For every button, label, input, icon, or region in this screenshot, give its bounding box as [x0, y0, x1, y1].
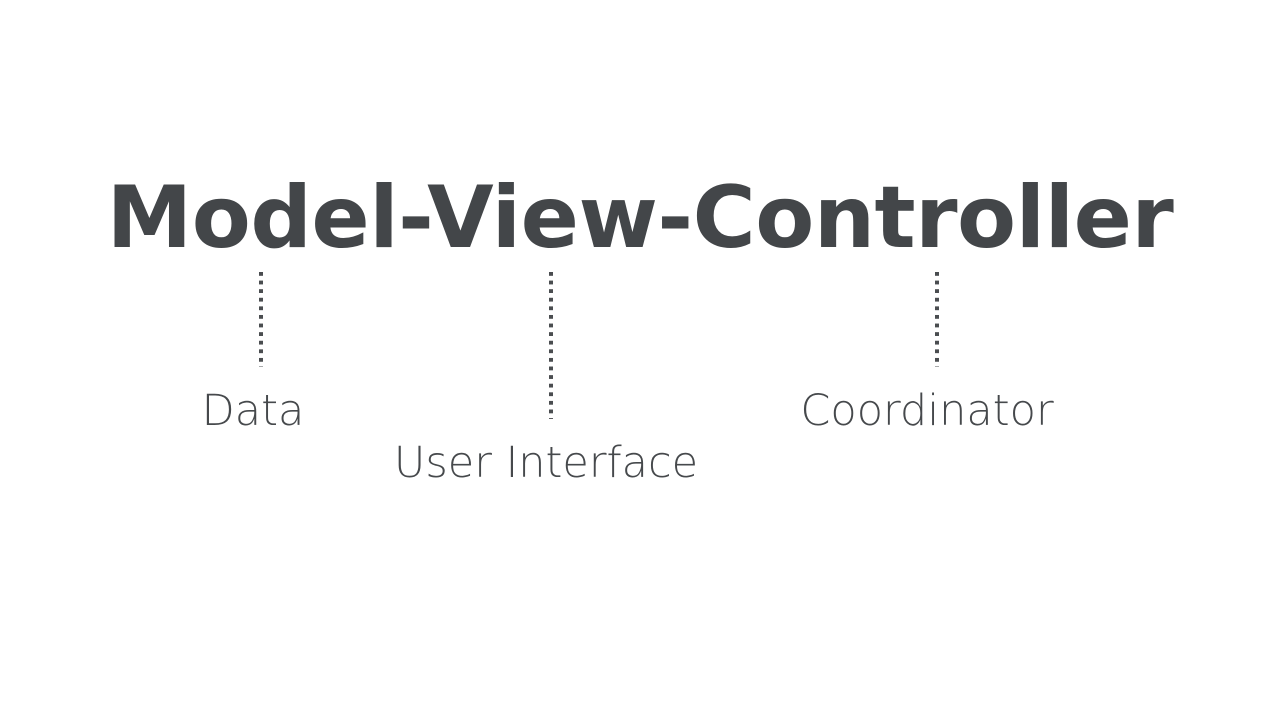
- connector-controller: [935, 272, 939, 367]
- connector-view: [549, 272, 553, 419]
- label-controller-coordinator: Coordinator: [800, 386, 1054, 436]
- connector-model: [259, 272, 263, 367]
- label-view-user-interface: User Interface: [393, 438, 699, 488]
- label-model-data: Data: [201, 386, 305, 436]
- page-title: Model-View-Controller: [106, 168, 1174, 268]
